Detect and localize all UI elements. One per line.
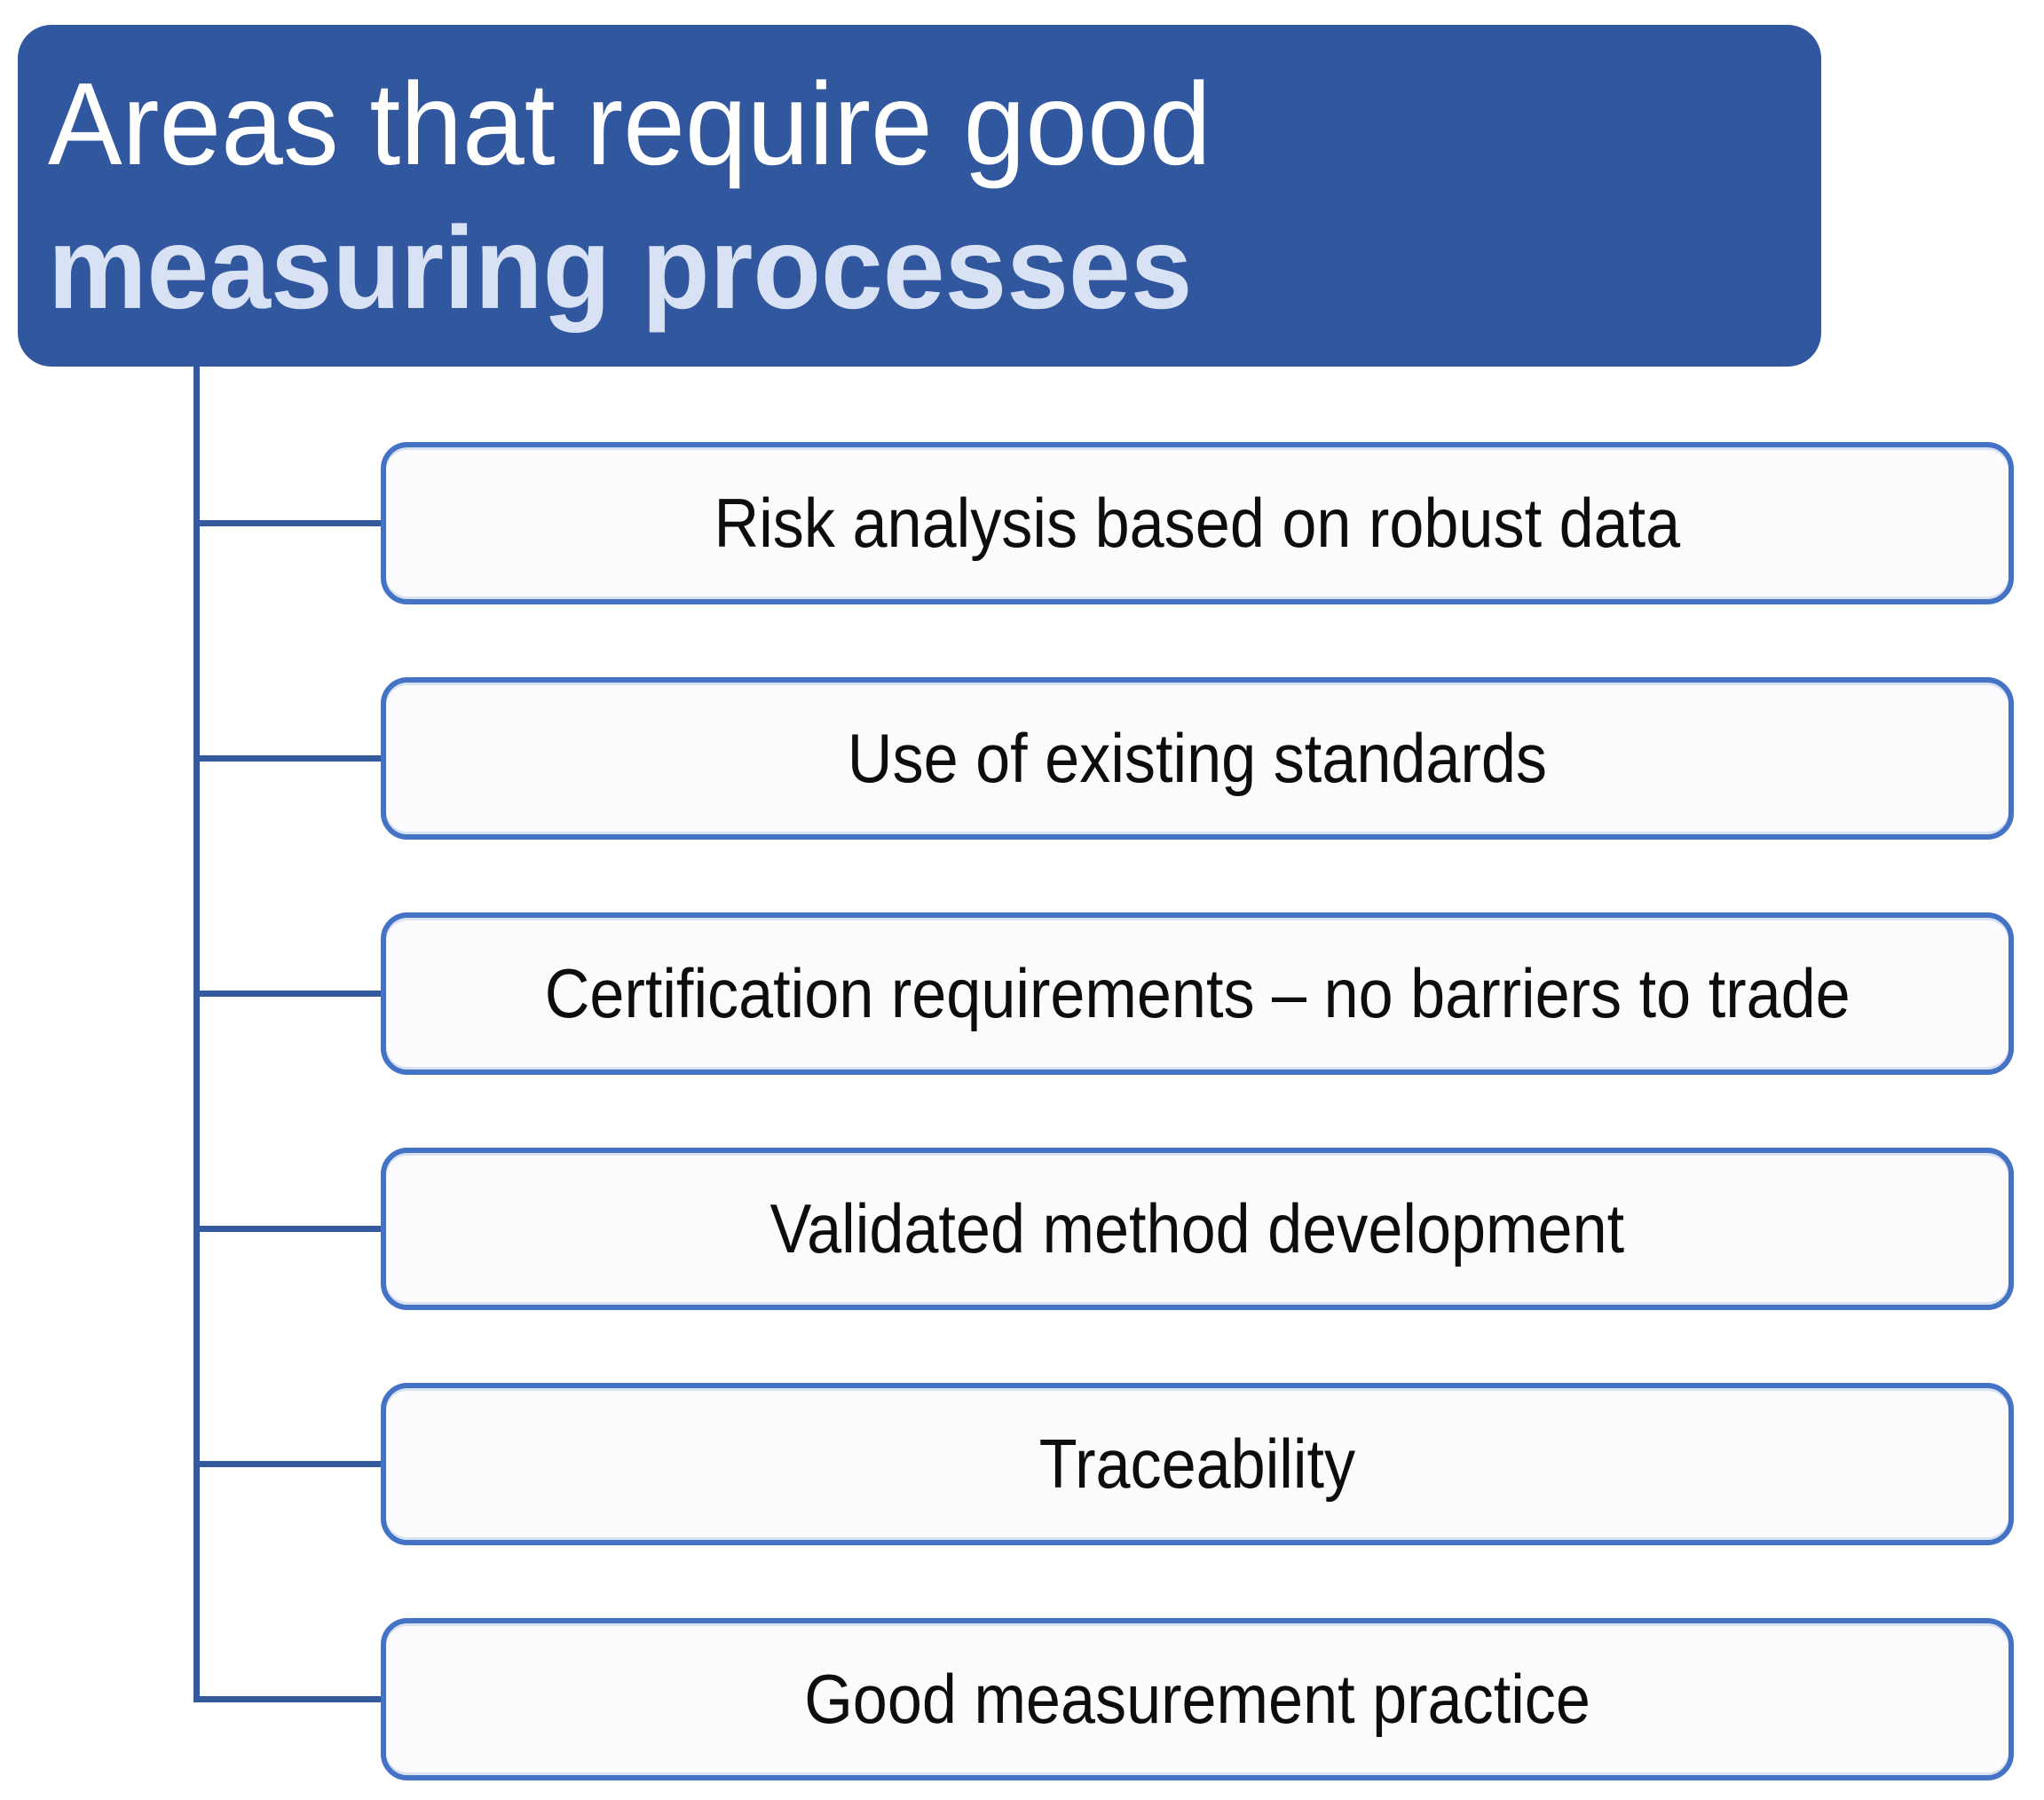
item-box: Traceability xyxy=(381,1383,2014,1545)
connector-branch-line xyxy=(196,1226,383,1232)
item-label: Risk analysis based on robust data xyxy=(714,484,1681,562)
item-box: Validated method development xyxy=(381,1148,2014,1310)
diagram-title-line1: Areas that require good xyxy=(48,59,1211,190)
item-box: Good measurement practice xyxy=(381,1618,2014,1780)
item-box: Risk analysis based on robust data xyxy=(381,442,2014,604)
item-box: Use of existing standards xyxy=(381,677,2014,840)
diagram-title-line2: measuring processes xyxy=(48,201,1193,333)
diagram-title-box: Areas that require good measuring proces… xyxy=(18,25,1821,367)
item-box: Certification requirements – no barriers… xyxy=(381,912,2014,1075)
item-label: Traceability xyxy=(1038,1425,1356,1503)
connector-branch-line xyxy=(196,755,383,762)
item-label: Certification requirements – no barriers… xyxy=(544,954,1851,1032)
item-label: Use of existing standards xyxy=(847,719,1548,797)
item-label: Good measurement practice xyxy=(804,1660,1590,1738)
connector-branch-line xyxy=(196,520,383,526)
connector-branch-line xyxy=(196,991,383,997)
connector-trunk-line xyxy=(193,367,200,1702)
connector-branch-line xyxy=(196,1696,383,1702)
connector-branch-line xyxy=(196,1461,383,1467)
item-label: Validated method development xyxy=(769,1189,1625,1267)
